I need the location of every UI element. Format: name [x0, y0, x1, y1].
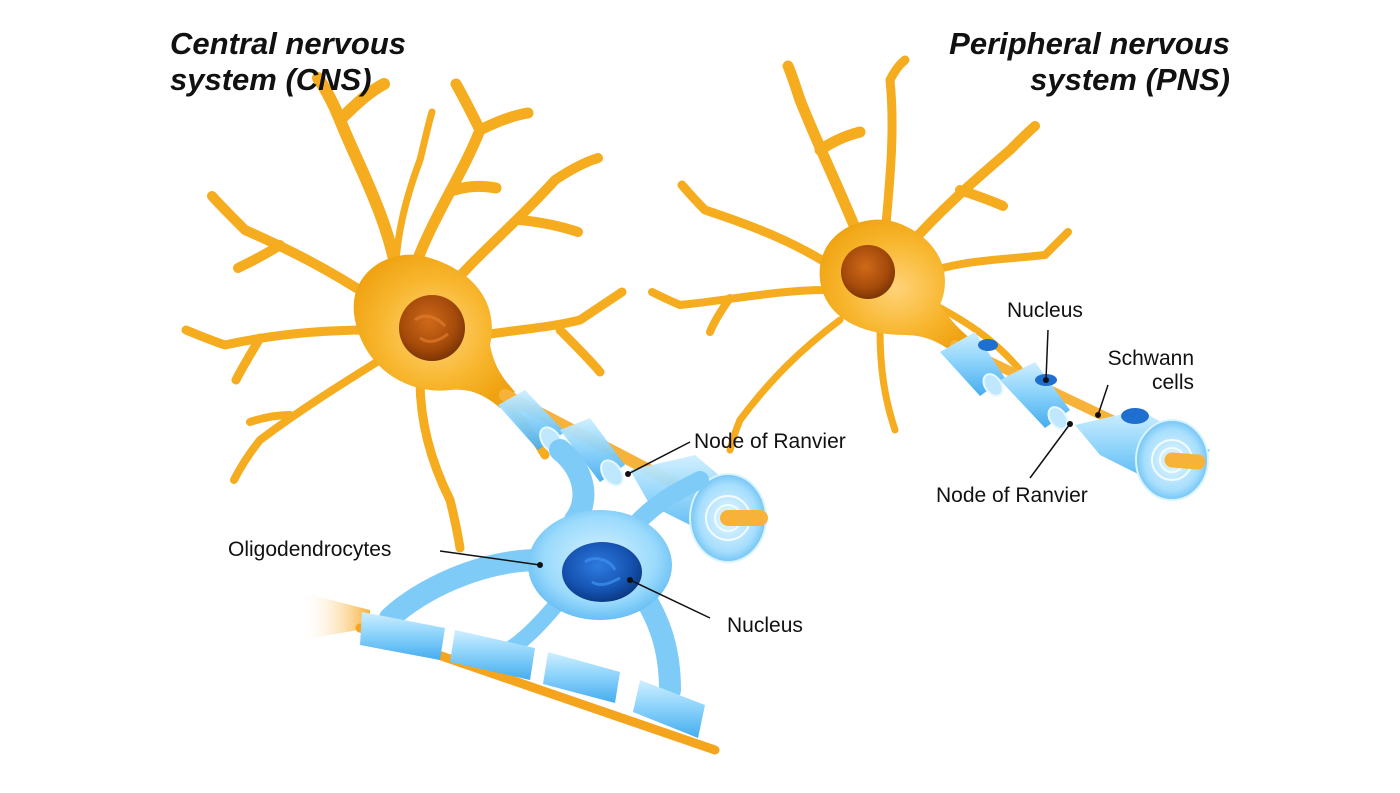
schwann-nucleus — [978, 339, 998, 351]
cns-axon-lower — [300, 592, 720, 755]
label-schwann-line-2: cells — [1151, 371, 1194, 394]
label-oligodendrocytes: Oligodendrocytes — [228, 538, 392, 561]
oligodendrocyte-nucleus — [562, 542, 642, 602]
leader-pns-nucleus — [1045, 329, 1049, 381]
pns-axon — [940, 332, 1210, 501]
label-cns-node-of-ranvier: Node of Ranvier — [694, 430, 846, 453]
oligodendrocyte — [379, 439, 709, 701]
cns-title-line-1: Central nervous — [170, 26, 407, 61]
leader-lines — [439, 329, 1109, 619]
cns-soma — [353, 254, 515, 408]
schwann-nucleus — [1121, 408, 1149, 424]
pns-title: Peripheral nervous system (PNS) — [935, 26, 1230, 98]
leader-pns-schwann — [1097, 384, 1109, 416]
leader-cns-nucleus — [629, 579, 711, 619]
label-schwann-cells: Schwann cells — [1090, 347, 1194, 395]
pns-soma-nucleus — [841, 245, 895, 299]
leader-cns-node — [627, 441, 691, 475]
label-pns-nucleus: Nucleus — [1007, 299, 1083, 322]
pns-title-line-2: system (PNS) — [1030, 62, 1230, 97]
label-schwann-line-1: Schwann — [1107, 347, 1194, 370]
pns-soma — [819, 219, 972, 356]
cns-title-line-2: system (CNS) — [170, 62, 372, 97]
leader-cns-oligo — [439, 550, 541, 566]
cns-title: Central nervous system (CNS) — [170, 26, 406, 98]
cns-axon-upper — [498, 389, 768, 563]
label-cns-nucleus: Nucleus — [727, 614, 803, 637]
label-pns-node-of-ranvier: Node of Ranvier — [936, 484, 1088, 507]
pns-title-line-1: Peripheral nervous — [949, 26, 1230, 61]
cns-soma-nucleus — [399, 295, 465, 361]
leader-pns-node — [1029, 423, 1071, 479]
